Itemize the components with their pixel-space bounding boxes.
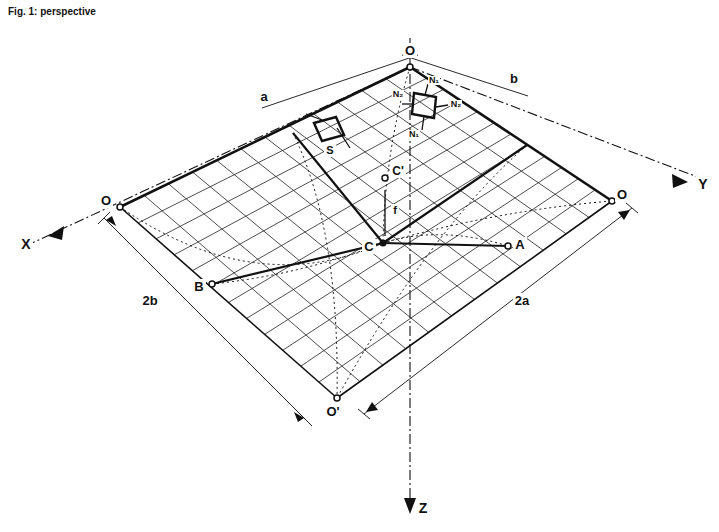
figure-label: b	[508, 71, 520, 86]
parabola-curves	[120, 67, 612, 398]
figure-label: O	[99, 193, 113, 208]
shell-elements	[314, 93, 436, 141]
figure-label: O'	[324, 404, 341, 419]
shell-boundary	[120, 67, 612, 398]
figure-label: N₁	[428, 76, 440, 85]
figure-label: N₂	[450, 100, 463, 109]
figure-label: O	[403, 43, 417, 58]
figure-label: N₁	[408, 130, 420, 139]
point-marks	[117, 64, 615, 401]
ruling-line	[301, 179, 578, 366]
figure-label: f	[391, 204, 399, 217]
ruling-line	[241, 149, 452, 316]
figure-label: B	[192, 279, 205, 294]
ruling-line	[168, 184, 383, 365]
ruling-line	[193, 172, 406, 349]
figure-label: C	[362, 239, 375, 254]
figure-label: N₂	[392, 90, 405, 99]
figure-label: X	[19, 236, 32, 252]
figure-label: Y	[696, 176, 709, 192]
figure-label: C'	[390, 164, 406, 178]
ruling-line	[217, 160, 429, 332]
ridge-lines	[212, 133, 527, 284]
dimension-arrows	[106, 210, 630, 422]
ruling-line	[283, 168, 562, 351]
ruling-grid	[138, 78, 595, 382]
axes	[30, 38, 700, 505]
force-arrows	[306, 84, 448, 236]
figure-label: Z	[417, 500, 430, 516]
figure-label: a	[258, 89, 269, 104]
ruling-line	[319, 190, 595, 382]
figure-label: A	[513, 237, 526, 252]
figure-label: 2b	[140, 293, 159, 308]
ruling-line	[229, 134, 512, 303]
figure-label: 2a	[513, 293, 531, 308]
figure-label: S	[324, 144, 335, 157]
dimension-lines	[98, 55, 638, 426]
figure-label: O	[615, 187, 629, 202]
ruling-line	[289, 125, 497, 283]
figure-title: Fig. 1: perspective	[8, 6, 96, 17]
ruling-line	[144, 195, 360, 381]
